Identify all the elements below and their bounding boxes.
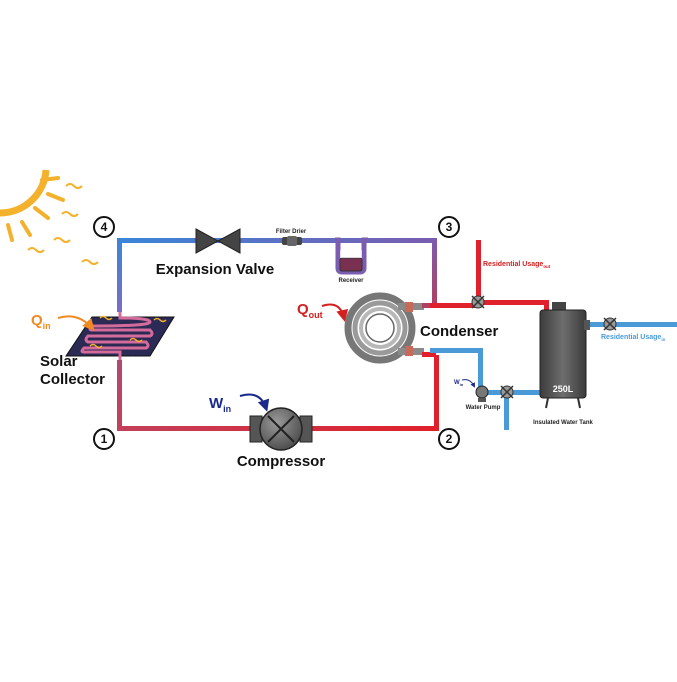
q-out-arrow [321,303,349,322]
svg-text:2: 2 [446,432,453,446]
expansion-valve: Expansion Valve [156,228,274,278]
water-pump: Water Pump Win [454,379,501,411]
w-in-label: Win [209,393,270,414]
svg-text:4: 4 [101,220,108,234]
q-in-label: Qin [31,312,95,332]
svg-text:3: 3 [446,220,453,234]
svg-text:1: 1 [101,432,108,446]
pipe-right-lower [434,355,439,431]
condenser-label: Condenser [420,323,499,340]
svg-text:Qin: Qin [31,312,51,331]
w-in-arrow [239,393,270,412]
water-pump-w-label: Win [454,380,464,387]
pipe-hot-to-tank-top [476,300,548,305]
usage-out-label: Residential Usageout [483,261,551,269]
receiver: Receiver [335,237,368,284]
water-pump-label: Water Pump [466,405,501,411]
water-tank: 250L Insulated Water Tank [533,302,593,426]
solar-collector: Solar Collector [40,312,175,388]
solar-collector-label-line1: Solar [40,353,78,370]
pipe-top [117,238,437,243]
solar-collector-label-line2: Collector [40,371,105,388]
q-in-arrow [57,315,95,332]
tank-volume-label: 250L [553,384,574,394]
filter-drier-label: Filter Drier [276,229,307,235]
state-4: 4 [93,216,115,238]
pipe-usage-in [578,322,677,327]
state-1: 1 [93,428,115,450]
usage-in-label: Residential Usagein [601,334,666,342]
pipe-usage-out [476,240,481,308]
compressor-label: Compressor [237,453,326,470]
valve-hot [471,295,485,309]
state-3: 3 [438,216,460,238]
svg-text:Qout: Qout [297,301,323,320]
expansion-valve-label: Expansion Valve [156,261,274,278]
svg-text:Win: Win [209,395,231,414]
pipe-hot-to-tank [430,303,480,308]
valve-usage-in [603,317,617,331]
pipe-cold-to-condenser [430,348,482,353]
receiver-label: Receiver [338,278,364,284]
state-2: 2 [438,428,460,450]
q-out-label: Qout [297,301,349,322]
pipe-left-lower [117,360,122,430]
pipe-left-upper [117,240,122,312]
filter-drier: Filter Drier [276,229,307,246]
compressor: Compressor [237,407,326,470]
valve-return [500,385,514,399]
sun-icon [0,169,99,265]
tank-label: Insulated Water Tank [533,420,593,426]
condenser: Condenser [344,292,499,364]
pipe-right-upper [432,238,437,306]
